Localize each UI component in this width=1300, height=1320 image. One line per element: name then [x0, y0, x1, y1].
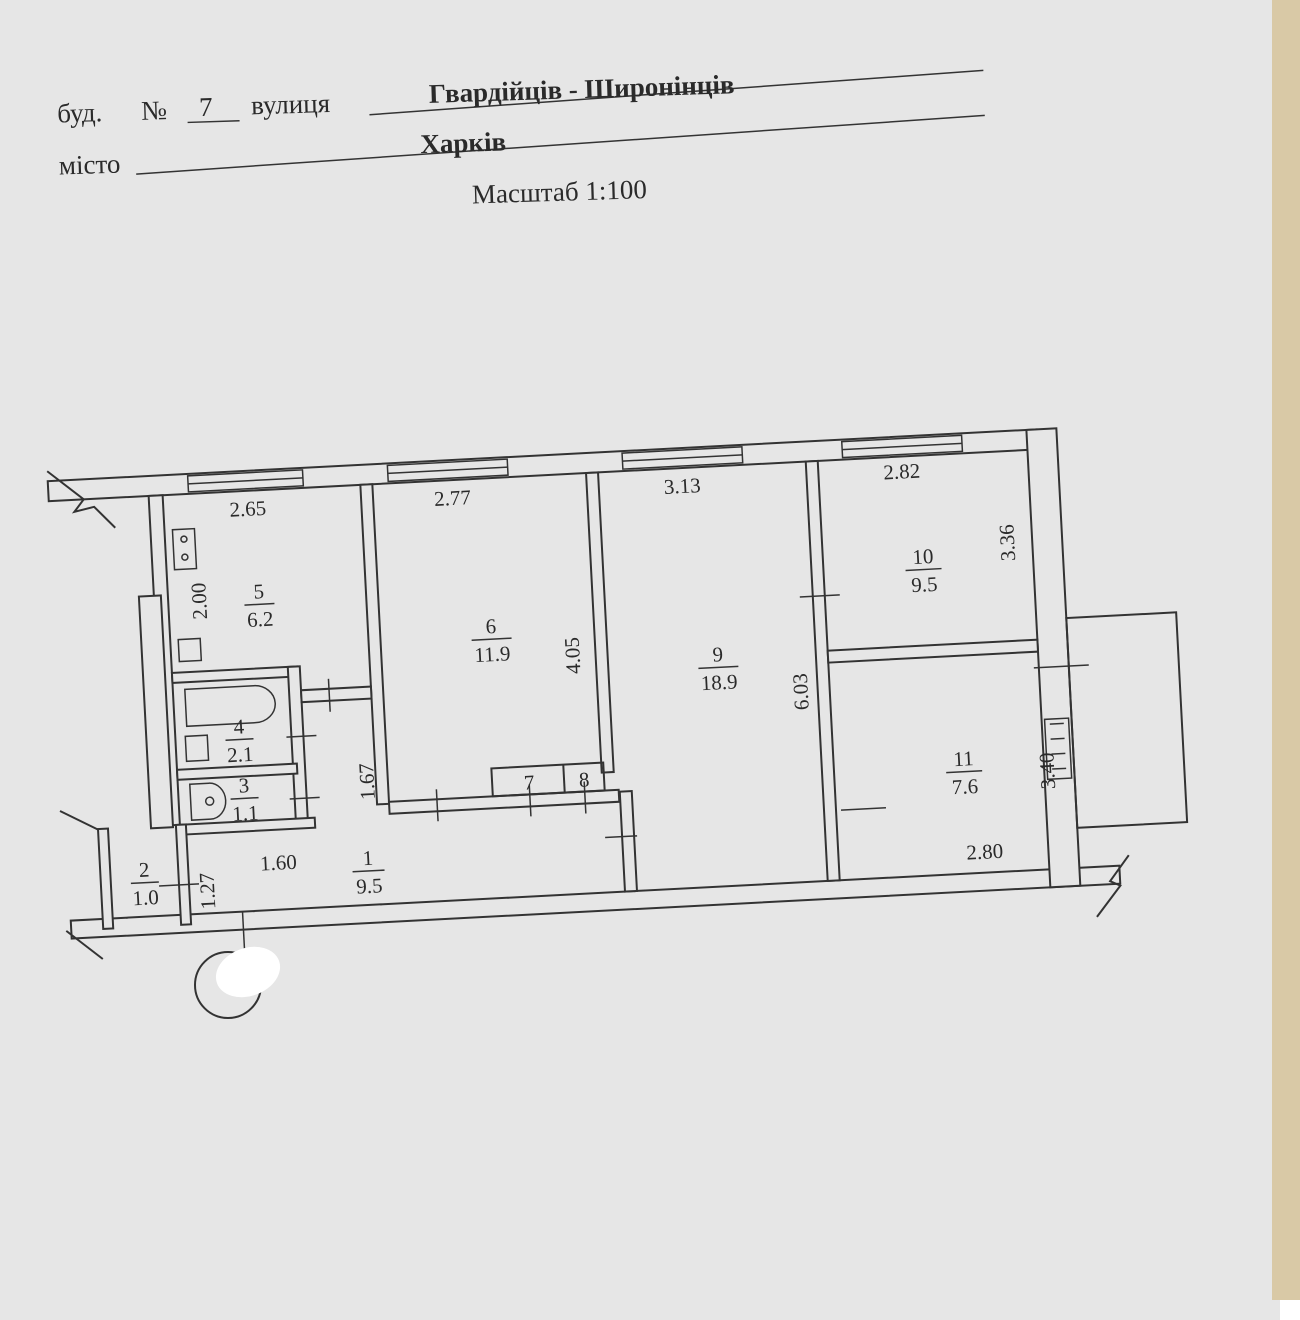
break-mark-top-left — [46, 470, 116, 529]
dimension-labels: 2.65 2.77 3.13 2.82 2.80 1.60 2.00 4.05 … — [186, 459, 1060, 910]
scale-label: Масштаб 1:100 — [472, 174, 648, 209]
svg-text:7: 7 — [523, 770, 535, 795]
room-3: 31.1 — [230, 773, 259, 826]
number-underline — [187, 120, 240, 124]
svg-text:1.0: 1.0 — [132, 885, 159, 910]
room-2: 21.0 — [130, 857, 159, 910]
closets-7-8 — [490, 761, 606, 798]
svg-text:5: 5 — [253, 579, 265, 604]
burner-icon — [181, 553, 189, 561]
street-underline — [369, 69, 984, 116]
balcony — [1065, 611, 1189, 829]
room-8: 8 — [578, 767, 590, 792]
svg-text:18.9: 18.9 — [700, 669, 738, 695]
break-mark-bottom-right — [1096, 854, 1130, 918]
building-label: буд. — [57, 97, 103, 128]
closet-divider — [562, 764, 566, 793]
table-edge — [1272, 0, 1300, 1300]
svg-text:2.82: 2.82 — [883, 459, 921, 485]
svg-text:2: 2 — [138, 857, 150, 882]
svg-text:1.60: 1.60 — [259, 850, 297, 876]
svg-text:6.2: 6.2 — [247, 607, 274, 632]
svg-text:6: 6 — [485, 614, 497, 639]
building-number: 7 — [199, 92, 213, 122]
number-sign: № — [141, 95, 168, 126]
svg-text:1.1: 1.1 — [232, 801, 259, 826]
svg-text:1.27: 1.27 — [194, 872, 220, 910]
svg-text:2.80: 2.80 — [966, 839, 1004, 865]
room-10: 109.5 — [905, 544, 942, 597]
svg-text:2.65: 2.65 — [229, 496, 267, 522]
svg-text:11: 11 — [953, 746, 974, 771]
burner-icon — [180, 535, 188, 543]
svg-text:4: 4 — [233, 714, 245, 739]
break-mark-bottom-left — [65, 930, 104, 960]
svg-text:9: 9 — [712, 642, 724, 667]
svg-text:7.6: 7.6 — [951, 774, 978, 799]
windows — [186, 434, 1073, 781]
room-4: 42.1 — [225, 714, 254, 767]
bathtub-icon — [184, 684, 276, 728]
svg-text:2.77: 2.77 — [434, 485, 472, 511]
right-wall — [1025, 427, 1082, 889]
street-label: вулиця — [251, 88, 331, 120]
toilet-icon — [188, 782, 227, 821]
toilet-bowl-icon — [204, 796, 215, 806]
city-underline — [136, 114, 985, 175]
room-9: 918.9 — [698, 642, 739, 695]
address-header: буд. № 7 вулиця Гвардійців - Широнінців … — [57, 69, 985, 210]
washbasin-icon — [184, 734, 210, 763]
room-labels: 56.2 611.9 918.9 109.5 117.6 42.1 31.1 2… — [130, 544, 983, 910]
svg-text:6.03: 6.03 — [788, 673, 814, 711]
ventilation-shaft — [137, 594, 175, 830]
room-5: 56.2 — [244, 579, 275, 632]
bottom-wall — [69, 864, 1122, 940]
svg-text:2.1: 2.1 — [227, 742, 254, 767]
svg-text:11.9: 11.9 — [474, 641, 511, 667]
redaction-blot — [215, 946, 281, 998]
svg-text:3.13: 3.13 — [663, 473, 701, 499]
stove-icon — [171, 527, 198, 571]
svg-text:2.00: 2.00 — [186, 582, 212, 620]
svg-text:10: 10 — [912, 544, 934, 569]
city-label: місто — [58, 149, 120, 181]
svg-text:3: 3 — [238, 773, 250, 798]
room-6: 611.9 — [471, 614, 512, 667]
svg-text:4.05: 4.05 — [560, 637, 586, 675]
sink-icon — [177, 637, 203, 663]
svg-text:3.36: 3.36 — [994, 524, 1020, 562]
svg-text:8: 8 — [578, 767, 590, 792]
svg-text:1: 1 — [362, 846, 374, 871]
room-11: 117.6 — [946, 746, 983, 799]
svg-text:9.5: 9.5 — [911, 572, 938, 597]
city-name: Харків — [420, 126, 507, 159]
svg-text:9.5: 9.5 — [356, 873, 383, 898]
svg-text:3.40: 3.40 — [1034, 752, 1060, 790]
svg-text:1.67: 1.67 — [354, 763, 380, 801]
floor-plan: 56.2 611.9 918.9 109.5 117.6 42.1 31.1 2… — [46, 427, 1189, 960]
room-1: 19.5 — [352, 846, 385, 899]
room-7: 7 — [523, 770, 535, 795]
entrance-marker — [194, 946, 281, 1019]
street-name: Гвардійців - Широнінців — [428, 69, 735, 109]
interior-walls — [96, 459, 1040, 930]
